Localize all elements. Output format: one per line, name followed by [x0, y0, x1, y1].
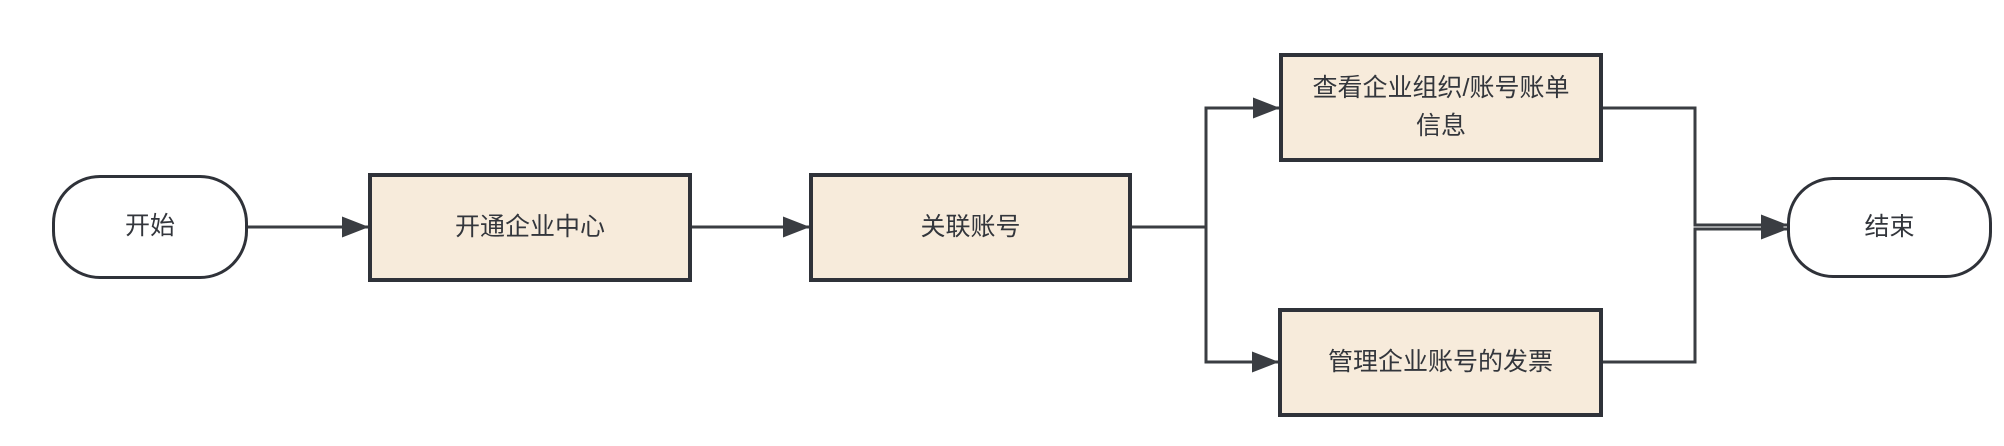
node-end-label: 结束 [1864, 212, 1915, 241]
node-open-enterprise-center-label: 开通企业中心 [454, 212, 605, 241]
node-view-org-billing-info: 查看企业组织/账号账单信息 [1279, 53, 1603, 162]
node-open-enterprise-center: 开通企业中心 [368, 173, 692, 282]
node-end: 结束 [1787, 177, 1992, 278]
node-start-label: 开始 [124, 212, 175, 241]
node-link-account-label: 关联账号 [920, 212, 1021, 241]
edge-link-account-to-view-billing [1132, 97, 1280, 229]
node-view-org-billing-info-label: 查看企业组织/账号账单信息 [1312, 74, 1570, 140]
node-link-account: 关联账号 [809, 173, 1132, 282]
node-manage-invoices: 管理企业账号的发票 [1278, 308, 1603, 417]
edge-view-billing-to-end [1603, 106, 1788, 236]
node-start: 开始 [52, 175, 248, 279]
edge-link-account-to-manage-invoices [1132, 225, 1279, 373]
node-manage-invoices-label: 管理企业账号的发票 [1327, 347, 1553, 376]
edge-manage-invoices-to-end [1603, 218, 1788, 364]
